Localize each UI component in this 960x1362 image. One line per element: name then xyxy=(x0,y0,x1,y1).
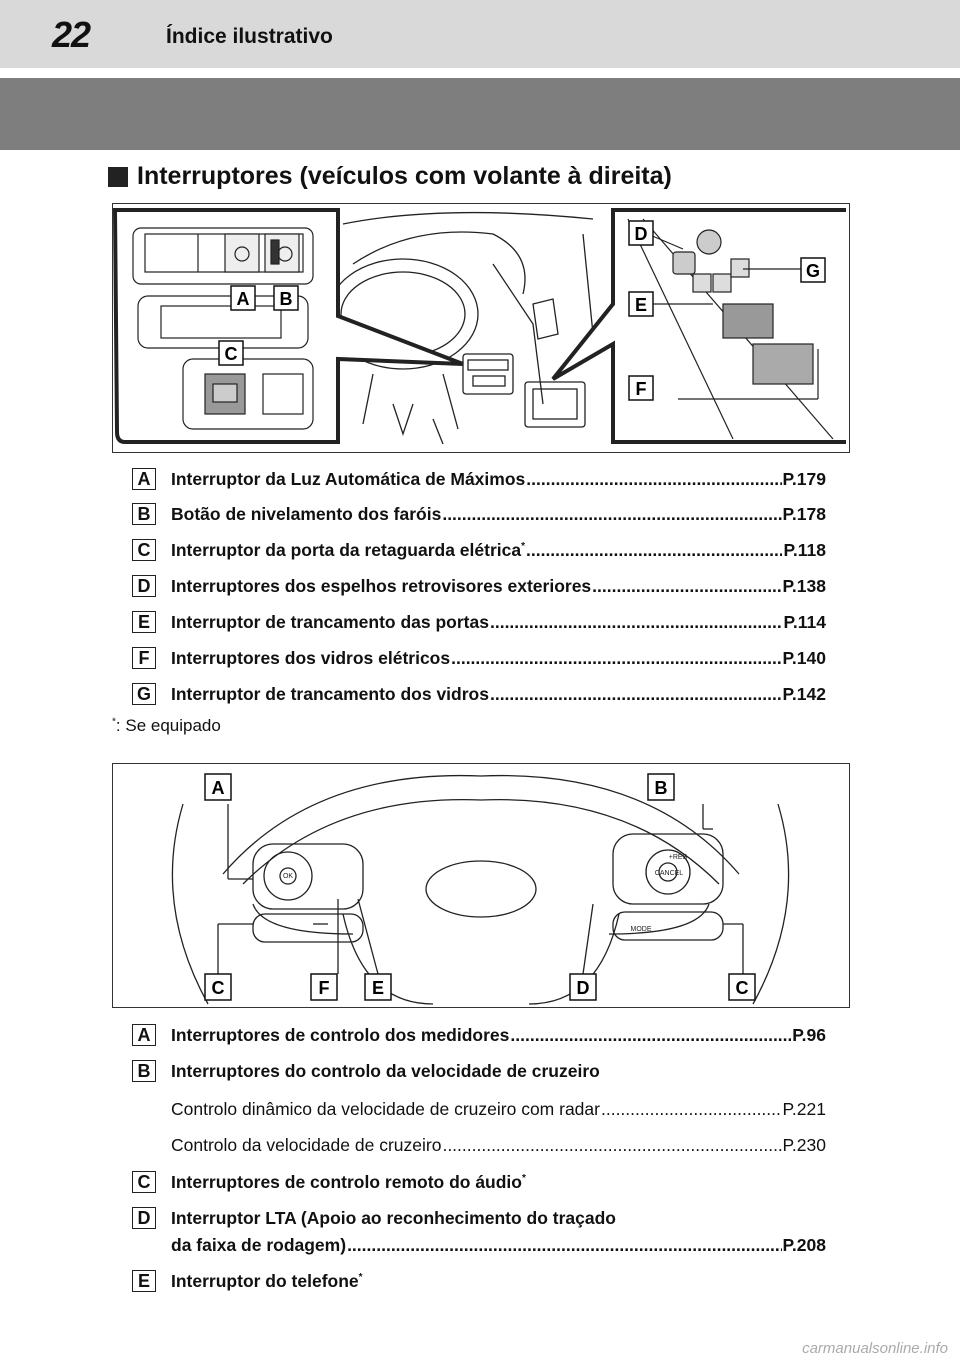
item-letter: D xyxy=(132,575,156,597)
item-text: Interruptores de controlo dos medidores xyxy=(171,1024,510,1045)
item-text: Interruptor da porta da retaguarda elétr… xyxy=(171,539,522,560)
ok-button-label: OK xyxy=(283,873,293,880)
page-ref: P.118 xyxy=(783,539,826,560)
switches-figure: A B C D E F G xyxy=(112,203,850,453)
steering-wheel-illustration: OK +RES CANCEL MODE A B C F E D C xyxy=(171,773,790,1005)
switches-illustration: A B C D E F G xyxy=(113,208,846,445)
page-ref: P.96 xyxy=(792,1024,826,1045)
list-item: D Interruptor LTA (Apoio ao reconhecimen… xyxy=(132,1203,826,1233)
item-letter: C xyxy=(132,539,156,561)
sub-item: Controlo dinâmico da velocidade de cruze… xyxy=(171,1092,826,1120)
item-text: Interruptores do controlo da velocidade … xyxy=(171,1060,600,1081)
section-heading: Interruptores (veículos com volante à di… xyxy=(108,162,672,191)
list-item: C Interruptor da porta da retaguarda elé… xyxy=(132,535,826,565)
page-ref: P.138 xyxy=(782,575,826,596)
callout-c-left: C xyxy=(212,978,225,998)
footnote-star: * xyxy=(112,716,116,728)
footnote: *: Se equipado xyxy=(112,716,221,736)
callout-c: C xyxy=(225,344,238,364)
page-ref: P.142 xyxy=(782,683,826,704)
list-item: G Interruptor de trancamento dos vidros P… xyxy=(132,679,826,709)
item-text: Interruptor da Luz Automática de Máximos xyxy=(171,468,526,489)
callout-b: B xyxy=(655,778,668,798)
page-header-bar: 22 Índice ilustrativo xyxy=(0,0,960,68)
item-text: Botão de nivelamento dos faróis xyxy=(171,503,442,524)
footnote-marker: * xyxy=(521,1172,526,1184)
page-ref: P.179 xyxy=(782,468,826,489)
item-text: Interruptor de trancamento das portas xyxy=(171,611,489,632)
page-ref: P.208 xyxy=(782,1234,826,1255)
page-ref: P.178 xyxy=(782,503,826,524)
item-letter: C xyxy=(132,1171,156,1193)
list-item: E Interruptor do telefone* xyxy=(132,1266,826,1296)
list-item: A Interruptores de controlo dos medidore… xyxy=(132,1020,826,1050)
footnote-text: : Se equipado xyxy=(115,716,221,735)
item-letter: G xyxy=(132,683,156,705)
item-letter: B xyxy=(132,1060,156,1082)
list-item-continued: da faixa de rodagem) P.208 xyxy=(132,1230,826,1260)
cancel-label: CANCEL xyxy=(655,870,684,877)
item-text: da faixa de rodagem) xyxy=(171,1234,347,1255)
page-ref: P.230 xyxy=(782,1135,826,1155)
page-ref: P.114 xyxy=(783,611,826,632)
item-letter: A xyxy=(132,468,156,490)
callout-g: G xyxy=(806,261,820,281)
footnote-marker: * xyxy=(521,540,525,552)
mode-label: MODE xyxy=(631,926,652,933)
square-bullet-icon xyxy=(108,166,128,187)
callout-f: F xyxy=(319,978,330,998)
item-letter: E xyxy=(132,1270,156,1292)
item-letter: F xyxy=(132,647,156,669)
footnote-marker: * xyxy=(358,1271,363,1283)
item-letter: D xyxy=(132,1207,156,1229)
callout-f: F xyxy=(636,379,647,399)
callout-d: D xyxy=(635,224,648,244)
callout-b: B xyxy=(280,289,293,309)
footer-watermark: carmanualsonline.info xyxy=(802,1340,948,1357)
page-number: 22 xyxy=(52,14,91,55)
header-band xyxy=(0,78,960,150)
item-text: Interruptores dos espelhos retrovisores … xyxy=(171,575,592,596)
sub-item: Controlo da velocidade de cruzeiro P.230 xyxy=(171,1128,826,1156)
list-item: F Interruptores dos vidros elétricos P.14… xyxy=(132,643,826,673)
item-letter: E xyxy=(132,611,156,633)
list-item: B Interruptores do controlo da velocidad… xyxy=(132,1056,826,1086)
sub-item-text: Controlo da velocidade de cruzeiro xyxy=(171,1135,442,1155)
section-title: Interruptores (veículos com volante à di… xyxy=(137,162,672,190)
item-text: Interruptor de trancamento dos vidros xyxy=(171,683,489,704)
callout-a: A xyxy=(212,778,225,798)
chapter-title: Índice ilustrativo xyxy=(166,25,333,48)
page-ref: P.140 xyxy=(782,647,826,668)
list-item: E Interruptor de trancamento das portas P… xyxy=(132,607,826,637)
steering-wheel-figure: OK +RES CANCEL MODE A B C F E D C xyxy=(112,763,850,1008)
item-text: Interruptor LTA (Apoio ao reconhecimento… xyxy=(171,1207,616,1228)
item-letter: A xyxy=(132,1024,156,1046)
callout-c-right: C xyxy=(736,978,749,998)
callout-d: D xyxy=(577,978,590,998)
item-text: Interruptores de controlo remoto do áudi… xyxy=(171,1171,522,1192)
res-label: +RES xyxy=(669,854,688,861)
callout-e: E xyxy=(372,978,384,998)
callout-a: A xyxy=(237,289,250,309)
item-letter: B xyxy=(132,503,156,525)
list-item: A Interruptor da Luz Automática de Máxim… xyxy=(132,464,826,494)
list-item: B Botão de nivelamento dos faróis P.178 xyxy=(132,499,826,529)
item-text: Interruptores dos vidros elétricos xyxy=(171,647,451,668)
sub-item-text: Controlo dinâmico da velocidade de cruze… xyxy=(171,1099,600,1119)
callout-e: E xyxy=(635,295,647,315)
item-text: Interruptor do telefone xyxy=(171,1270,359,1291)
list-item: D Interruptores dos espelhos retrovisore… xyxy=(132,571,826,601)
list-item: C Interruptores de controlo remoto do áu… xyxy=(132,1167,826,1197)
page-ref: P.221 xyxy=(782,1099,826,1119)
